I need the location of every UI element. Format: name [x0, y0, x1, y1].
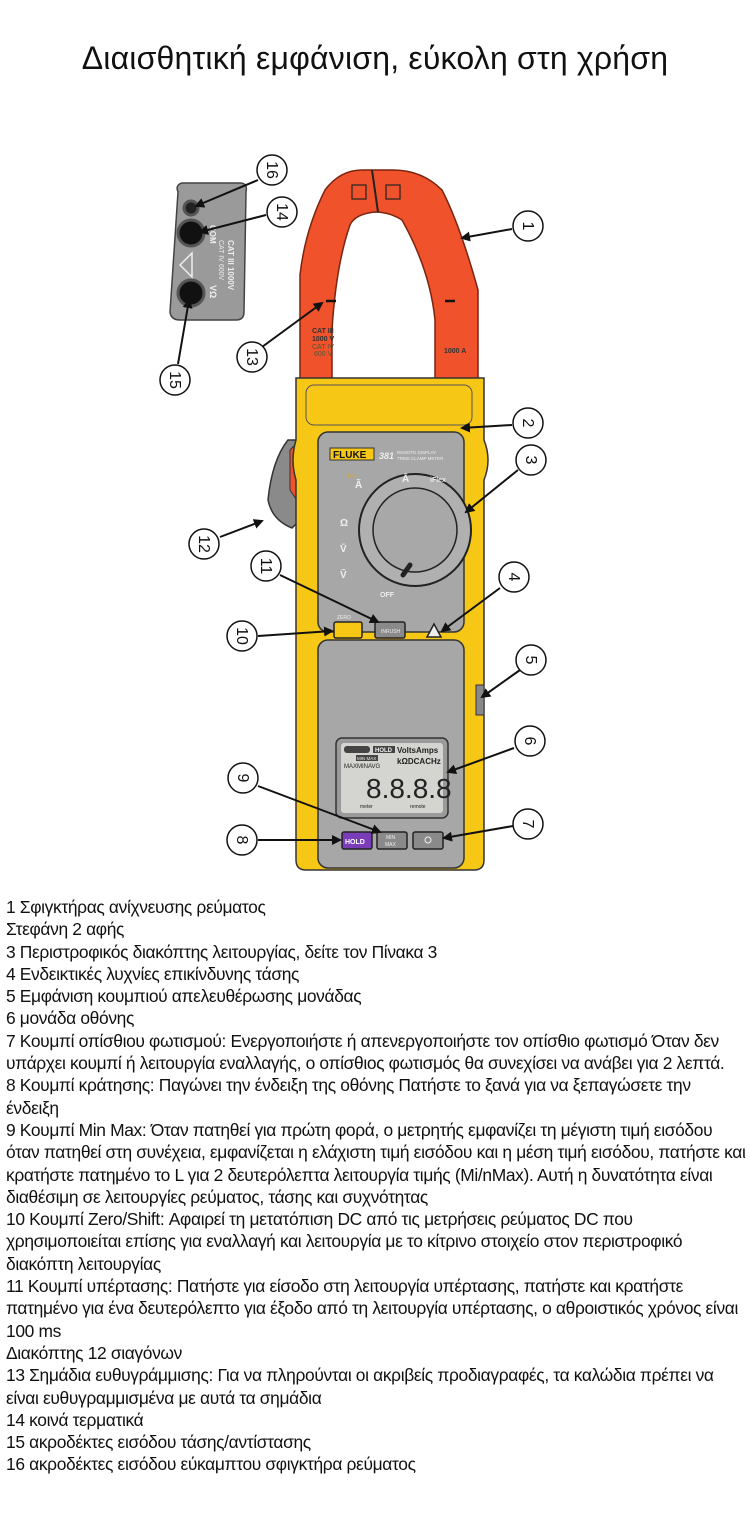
- dial-label-dc-a: Ā: [402, 473, 409, 485]
- legend-item: Διακόπτης 12 σιαγόνων: [6, 1342, 183, 1363]
- jaw-rating-text: 1000 A: [444, 348, 466, 355]
- callout-4: 4: [505, 573, 522, 582]
- callout-8: 8: [233, 836, 250, 845]
- lcd-hold-indicator: HOLD: [375, 748, 393, 754]
- legend-item: 1 Σφιγκτήρας ανίχνευσης ρεύματος: [6, 897, 266, 917]
- current-clamp-jaw: CAT III 1000 V CAT IV 600 V 1000 A: [299, 169, 479, 386]
- callout-13: 13: [243, 348, 260, 366]
- callout-15: 15: [166, 371, 183, 389]
- legend-item: Στεφάνη 2 αφής: [6, 919, 125, 940]
- page-title: Διαισθητική εμφάνιση, εύκολη στη χρήση: [81, 40, 669, 76]
- lcd-remote-indicator: remote: [410, 804, 426, 810]
- minmax-button[interactable]: [376, 831, 408, 850]
- lcd-units: VoltsAmps: [397, 746, 439, 755]
- com-label: COM: [208, 225, 217, 244]
- model-subtitle: REMOTE DISPLAY: [397, 450, 436, 455]
- rotary-function-switch[interactable]: [358, 473, 472, 587]
- model-subtitle: TRMS CLAMP METER: [397, 456, 444, 461]
- backlight-button[interactable]: [412, 831, 444, 850]
- callout-14: 14: [273, 203, 290, 221]
- callout-11: 11: [257, 558, 274, 575]
- legend-item: 10 Κουμπί Zero/Shift: Αφαιρεί τη μετατόπ…: [6, 1209, 683, 1274]
- callout-12: 12: [195, 535, 212, 553]
- warning-triangle-icon: [178, 251, 193, 279]
- dial-label-ohm: Ω: [340, 518, 348, 529]
- dial-label-dc-v: V̄: [340, 543, 347, 555]
- dial-hz-label: Hz: [348, 474, 355, 480]
- jaw-rating-text: 600 V: [314, 351, 333, 358]
- model-number: 381: [379, 451, 394, 461]
- zero-shift-button[interactable]: [333, 621, 363, 639]
- vohm-label: VΩ: [208, 285, 218, 298]
- jaw-rating-text: 1000 V: [312, 336, 335, 343]
- dial-label-ac-v: Ṽ: [340, 568, 347, 581]
- lcd-units: kΩDCACHz: [397, 757, 441, 766]
- terminal-rating-1: CAT III 1000V: [226, 240, 235, 291]
- legend-item: 5 Εμφάνιση κουμπιού απελευθέρωσης μονάδα…: [6, 986, 362, 1007]
- minmax-label: MAX: [385, 842, 397, 848]
- hold-label: HOLD: [345, 839, 365, 846]
- terminal-panel: CAT III 1000V CAT IV 600V COM VΩ: [169, 182, 248, 321]
- callout-10: 10: [233, 627, 250, 645]
- lcd-digits: 8.8.8.8: [366, 773, 452, 804]
- callout-3: 3: [522, 456, 539, 465]
- callouts: 1 2 3 4 5 6 7 8 9 10 11 12: [159, 154, 547, 856]
- legend-item: 6 μονάδα οθόνης: [6, 1008, 135, 1029]
- terminal-rating-2: CAT IV 600V: [217, 240, 224, 281]
- callout-16: 16: [263, 161, 280, 179]
- brand-logo: FLUKE: [333, 450, 367, 461]
- callout-6: 6: [521, 737, 538, 746]
- display-unit: HOLD VoltsAmps MIN MAX kΩDCACHz MAXMINAV…: [335, 737, 452, 819]
- clamp-meter-diagram: CAT III 1000V CAT IV 600V COM VΩ CAT III…: [140, 140, 560, 880]
- legend-item: 4 Ενδεικτικές λυχνίες επικίνδυνης τάσης: [6, 963, 300, 984]
- lcd-maxminavg: MAXMINAVG: [344, 764, 381, 770]
- dial-label-iflex: iFlex: [430, 477, 446, 484]
- com-jack-14: [176, 218, 206, 248]
- legend-item: 14 κοινά τερματικά: [6, 1409, 144, 1430]
- callout-9: 9: [234, 774, 251, 783]
- volt-ohm-jack-15: [176, 278, 206, 308]
- jaw-rating-text: CAT IV: [312, 344, 334, 351]
- lcd-minmax-indicator: MIN MAX: [357, 756, 376, 761]
- legend-item: 15 ακροδέκτες εισόδου τάσης/αντίστασης: [6, 1432, 311, 1453]
- legend-item: 9 Κουμπί Min Max: Όταν πατηθεί για πρώτη…: [6, 1119, 746, 1207]
- legend-item: 8 Κουμπί κράτησης: Παγώνει την ένδειξη τ…: [6, 1075, 691, 1118]
- zero-label: ZERO: [337, 615, 351, 621]
- minmax-label: MIN: [386, 835, 396, 841]
- hazard-voltage-indicator-icon: [425, 622, 443, 638]
- legend-item: 3 Περιστροφικός διακόπτης λειτουργίας, δ…: [6, 941, 438, 962]
- jaw-rating-text: CAT III: [312, 328, 334, 335]
- inrush-button[interactable]: [374, 621, 406, 639]
- unit-release-button[interactable]: [475, 684, 485, 716]
- legend-item: 16 ακροδέκτες εισόδου εύκαμπτου σφιγκτήρ…: [6, 1454, 416, 1475]
- jaw-hazard-icon-right: [385, 184, 401, 200]
- hold-button[interactable]: [341, 831, 373, 850]
- callout-7: 7: [519, 820, 536, 829]
- legend-item: 13 Σημάδια ευθυγράμμισης: Για να πληρούν…: [6, 1365, 714, 1408]
- dial-label-ac-a: Ã: [355, 478, 362, 491]
- callout-5: 5: [522, 656, 539, 665]
- legend-item: 7 Κουμπί οπίσθιου φωτισμού: Ενεργοποιήστ…: [6, 1030, 725, 1074]
- inrush-label: INRUSH: [381, 629, 401, 635]
- callout-2: 2: [519, 419, 536, 428]
- lcd-meter-indicator: meter: [360, 804, 373, 810]
- backlight-icon: [424, 836, 432, 844]
- flex-input-jack-16: [182, 199, 200, 217]
- jaw-hazard-icon-left: [351, 184, 367, 200]
- callout-1: 1: [519, 222, 536, 231]
- legend-item: 11 Κουμπί υπέρτασης: Πατήστε για είσοδο …: [6, 1276, 739, 1341]
- dial-label-off: OFF: [380, 592, 395, 599]
- parts-legend: 1 Σφιγκτήρας ανίχνευσης ρεύματος Στεφάνη…: [6, 896, 746, 1476]
